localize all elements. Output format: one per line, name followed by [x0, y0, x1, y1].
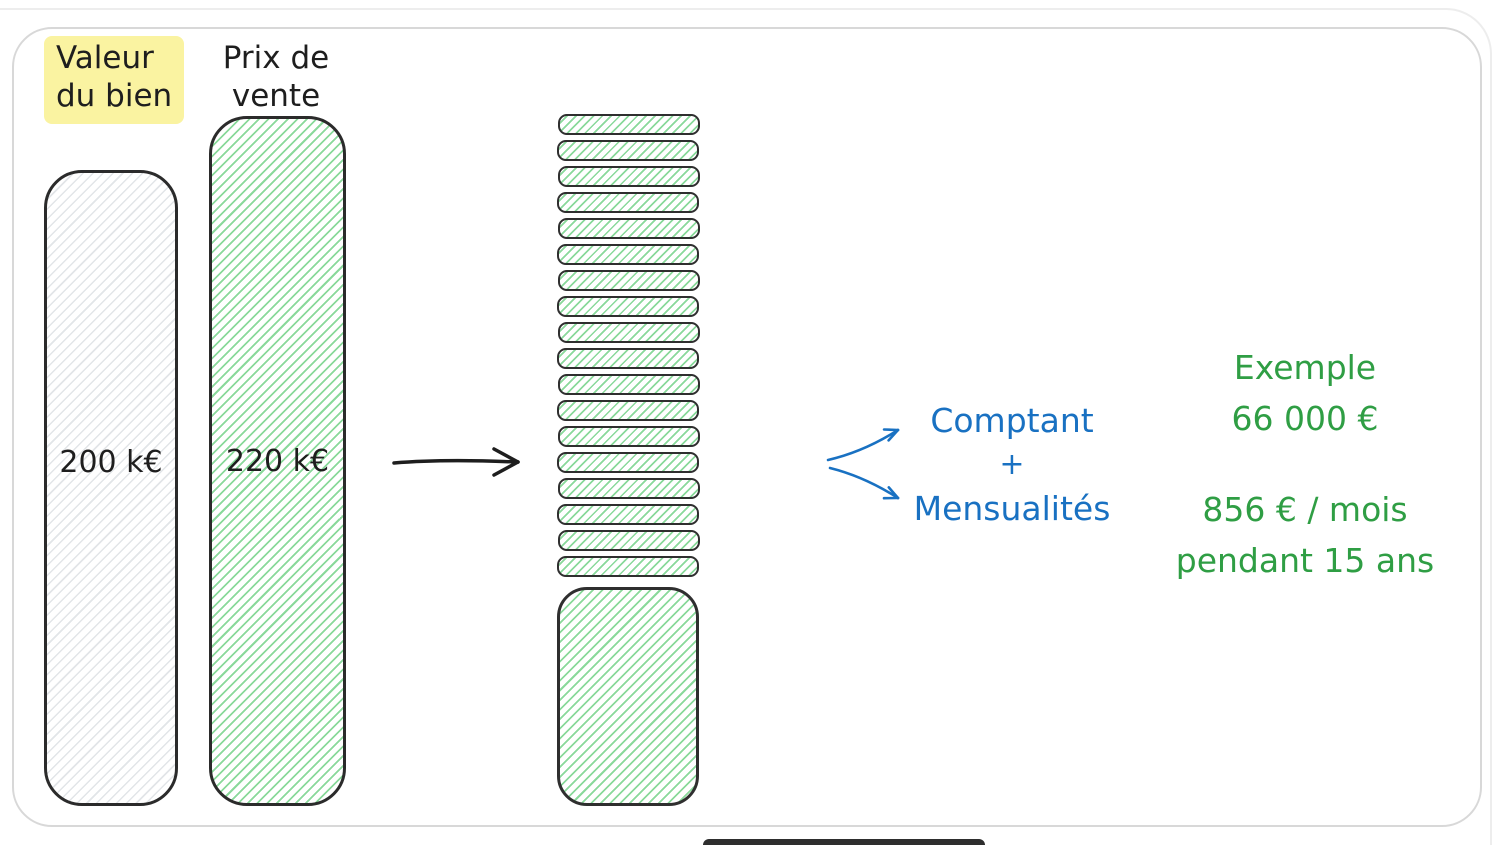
- payment-slice: [557, 244, 699, 265]
- example-title: Exemple: [1233, 348, 1377, 387]
- payment-slice: [558, 478, 700, 499]
- example-spacer: [1140, 444, 1470, 484]
- label-comptant: Comptant: [930, 401, 1094, 440]
- example-lump-sum: 66 000 €: [1231, 399, 1379, 439]
- payment-slice: [558, 166, 700, 187]
- fork-arrows-icon: [826, 428, 900, 500]
- label-prix-line1: Prix de: [222, 40, 330, 76]
- payment-slice: [558, 374, 700, 395]
- example-monthly: 856 € / mois: [1202, 490, 1408, 530]
- payment-slice: [558, 426, 700, 447]
- label-plus: +: [999, 447, 1025, 483]
- payment-slice: [557, 400, 699, 421]
- bar-prix-value: 220 k€: [225, 443, 330, 479]
- payment-slice: [558, 530, 700, 551]
- payment-slice: [558, 322, 700, 343]
- payment-slice: [557, 140, 699, 161]
- arrow-right-icon: [392, 447, 520, 477]
- payment-slice: [557, 556, 699, 577]
- payment-labels: Comptant + Mensualités: [896, 398, 1128, 532]
- payment-slice: [557, 192, 699, 213]
- payment-slice: [558, 218, 700, 239]
- label-valeur-line2: du bien: [56, 77, 173, 114]
- label-prix-line2: vente: [231, 77, 321, 114]
- bar-valeur: 200 k€: [44, 170, 178, 806]
- lump-sum-block: [557, 587, 699, 806]
- payment-slice: [557, 504, 699, 525]
- payment-slice: [557, 348, 699, 369]
- payment-slice: [557, 296, 699, 317]
- payment-slices: [557, 114, 700, 577]
- example-duration: pendant 15 ans: [1175, 541, 1435, 581]
- label-valeur-line1: Valeur: [56, 40, 154, 76]
- example-block: Exemple 66 000 € 856 € / mois pendant 15…: [1140, 342, 1470, 587]
- label-prix-de-vente: Prix de vente: [198, 40, 354, 116]
- payment-slice: [557, 452, 699, 473]
- payment-slice: [558, 270, 700, 291]
- bar-valeur-value: 200 k€: [59, 444, 163, 480]
- bottom-edge-element: [703, 839, 985, 845]
- payment-slice: [558, 114, 700, 135]
- label-mensualites: Mensualités: [913, 489, 1111, 529]
- outer-frame-line: [0, 8, 1492, 845]
- label-valeur-du-bien: Valeur du bien: [44, 36, 185, 124]
- bar-prix: 220 k€: [209, 116, 346, 806]
